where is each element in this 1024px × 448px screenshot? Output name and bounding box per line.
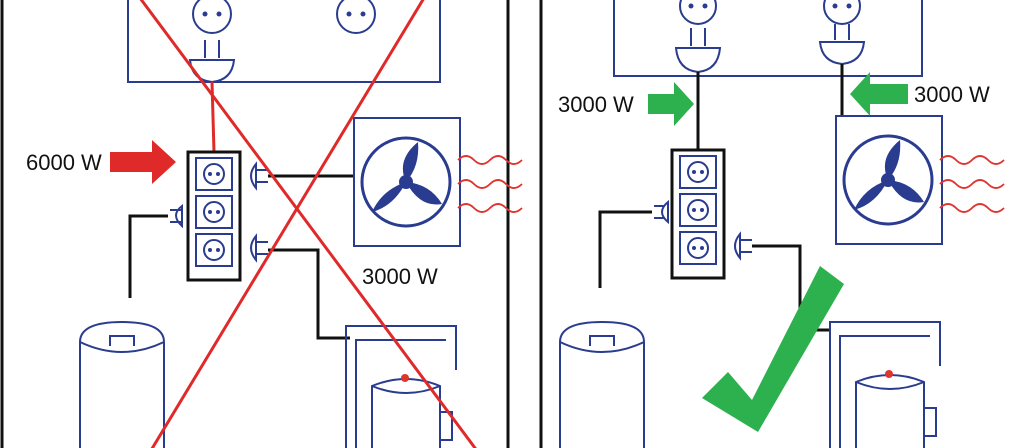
wall-outlet-icon bbox=[127, 0, 441, 83]
plug-icon bbox=[674, 24, 866, 74]
fan-heater-icon bbox=[353, 117, 461, 247]
power-strip-icon bbox=[670, 148, 726, 280]
fan-heater-icon bbox=[835, 115, 943, 245]
power-strip-icon bbox=[186, 150, 242, 282]
heat-waves-icon bbox=[939, 155, 1005, 213]
wall-cord bbox=[210, 81, 216, 153]
kettle-icon bbox=[345, 325, 457, 448]
plug-icon bbox=[654, 199, 752, 261]
kettle-cord bbox=[268, 248, 350, 340]
boiler-cord bbox=[598, 210, 652, 288]
boiler-cord bbox=[128, 214, 168, 298]
heater-circuit-load-label: 3000 W bbox=[914, 82, 990, 107]
plug-icon bbox=[170, 161, 268, 263]
right-panel-frame bbox=[539, 0, 543, 448]
kettle-icon bbox=[829, 321, 941, 448]
wall-outlet-icon bbox=[613, 0, 923, 77]
left-panel-frame bbox=[0, 0, 510, 448]
heat-waves-icon bbox=[457, 155, 523, 213]
boiler-icon bbox=[559, 320, 645, 448]
strip-circuit-load-label: 3000 W bbox=[558, 92, 634, 117]
green-arrow-icon bbox=[648, 82, 694, 126]
red-x-icon bbox=[139, 0, 477, 448]
green-check-icon bbox=[702, 266, 844, 432]
red-arrow-icon bbox=[110, 140, 176, 184]
boiler-icon bbox=[79, 320, 165, 448]
right-panel: 3000 W 3000 W bbox=[539, 0, 1005, 448]
left-panel: 6000 W 3000 W bbox=[0, 0, 523, 448]
power-strip-load-label: 6000 W bbox=[26, 150, 102, 175]
green-arrow-icon bbox=[850, 72, 908, 116]
heater-load-label: 3000 W bbox=[362, 264, 438, 289]
